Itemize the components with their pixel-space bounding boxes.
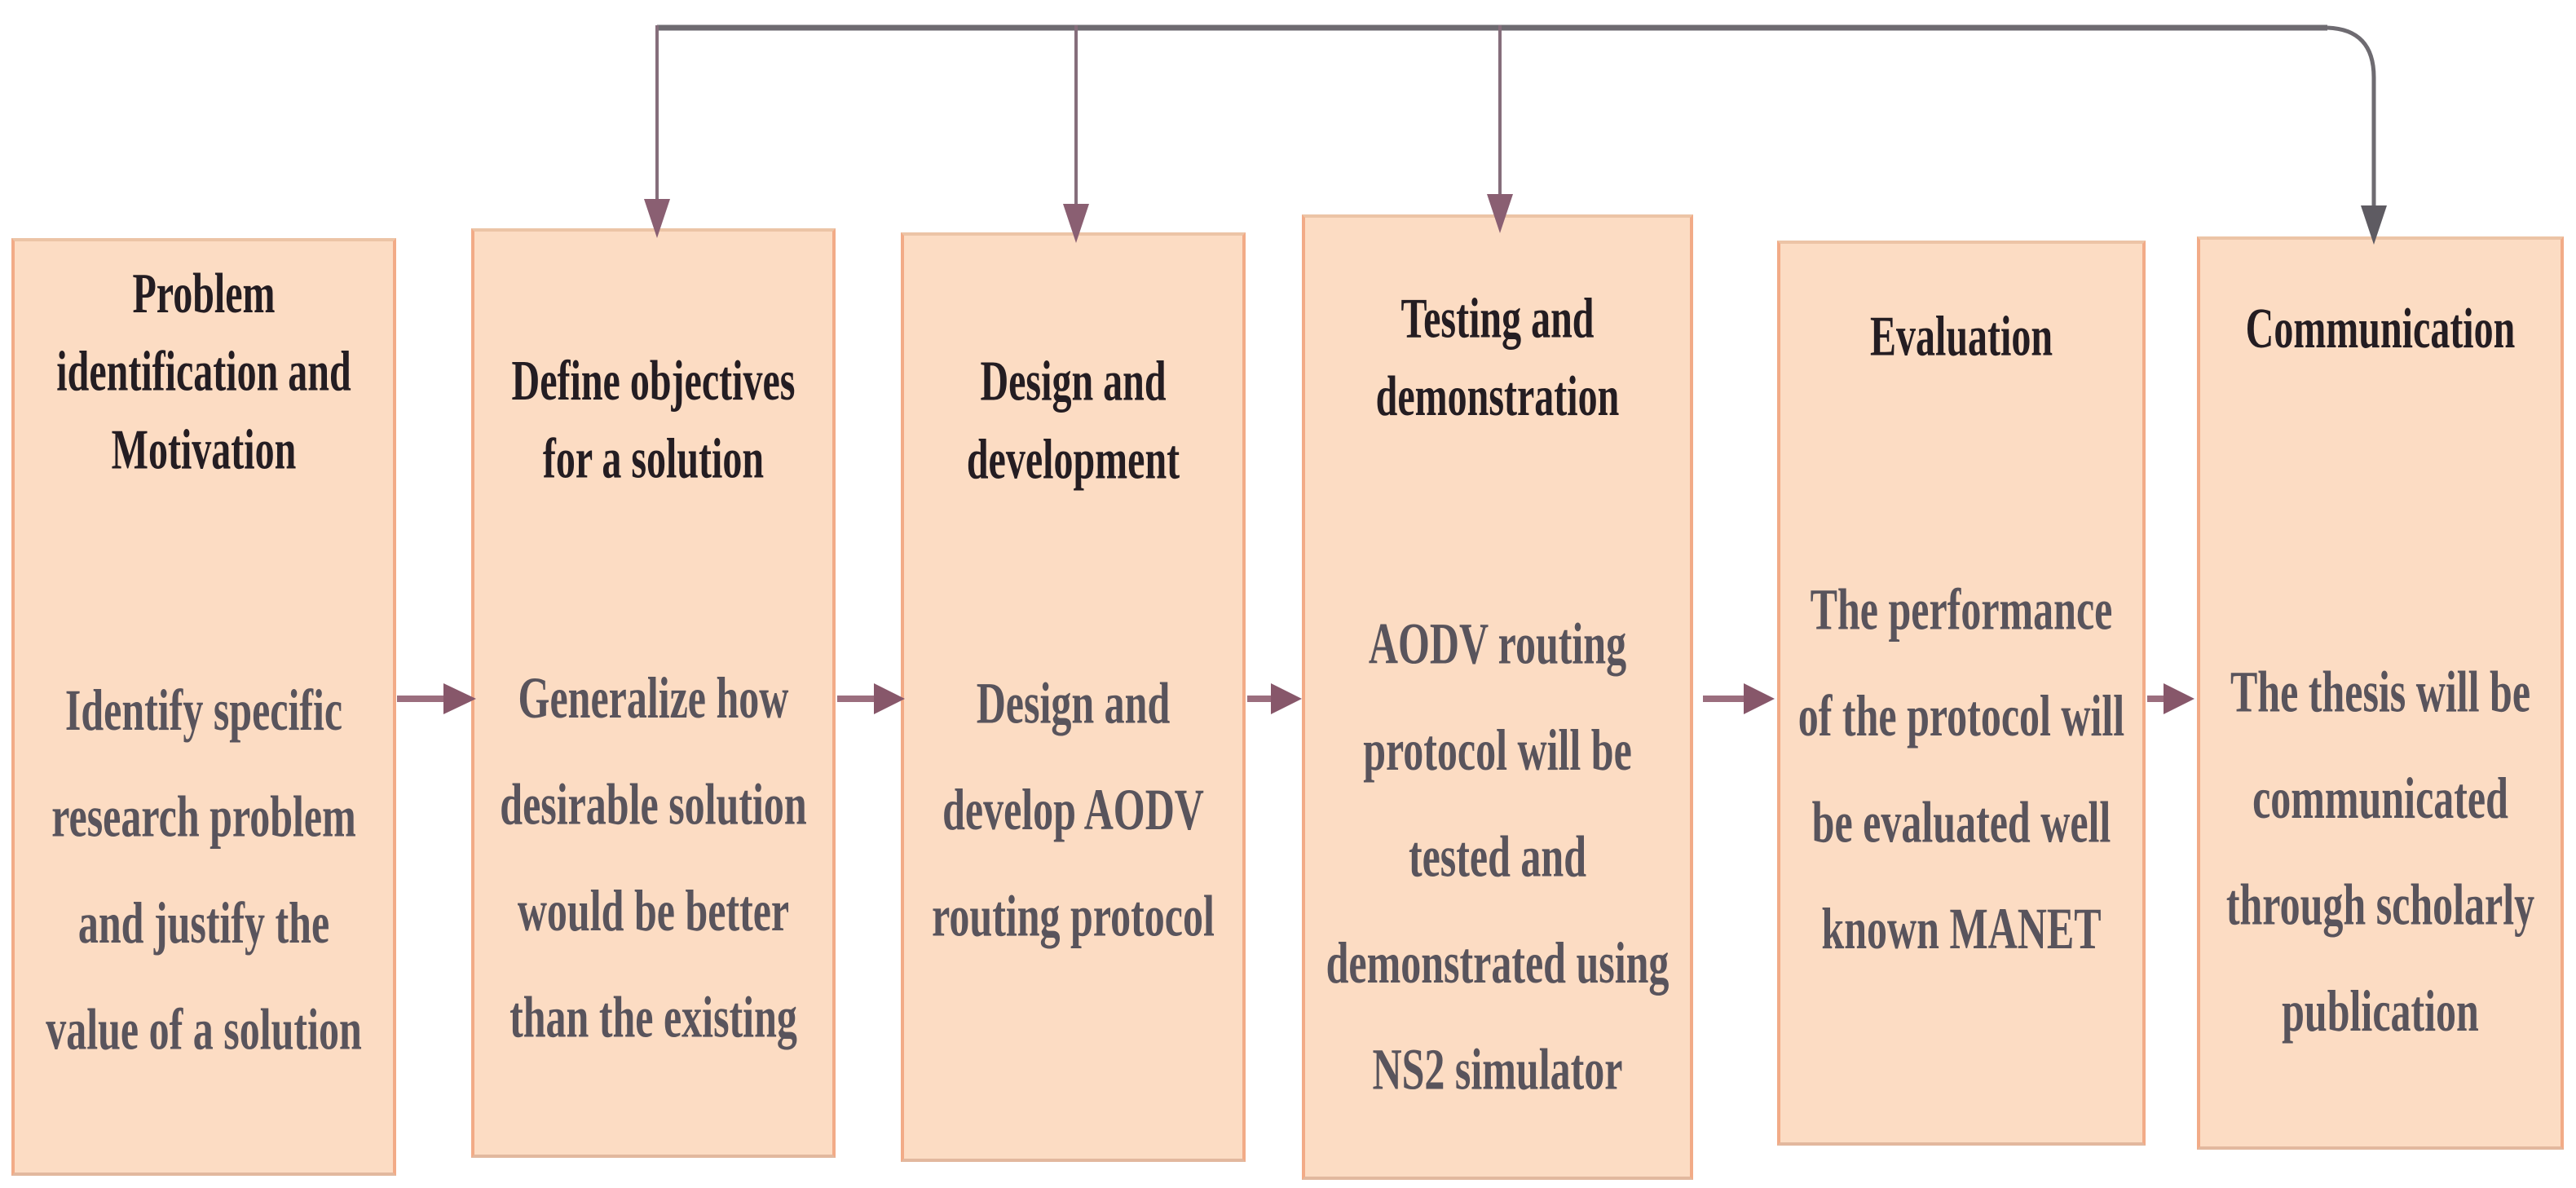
stage-box-design-development: Design and development Design and develo… (901, 232, 1246, 1162)
stage-title: Problem identification and Motivation (56, 263, 351, 482)
stage-description: Design and develop AODV routing protocol (932, 669, 1215, 949)
stage-description: Generalize how desirable solution would … (500, 664, 807, 1050)
flow-arrow-testing-to-evaluation (1703, 683, 1775, 714)
stage-box-content: Define objectives for a solution General… (474, 232, 832, 1070)
stage-description: The performance of the protocol will be … (1797, 576, 2125, 962)
stage-title: Define objectives for a solution (511, 350, 796, 491)
stage-box-define-objectives: Define objectives for a solution General… (471, 228, 836, 1158)
flow-arrow-problem-to-objectives (397, 683, 476, 714)
stage-title: Evaluation (1869, 305, 2053, 369)
flow-arrow-objectives-to-design (837, 683, 905, 714)
stage-title: Design and development (966, 350, 1180, 492)
stage-box-content: Communication The thesis will be communi… (2200, 240, 2561, 1064)
stage-box-testing-demonstration: Testing and demonstration AODV routing p… (1302, 214, 1693, 1180)
stage-title: Testing and demonstration (1375, 287, 1620, 429)
feedback-drop-communication (2327, 25, 2376, 209)
stage-box-content: Evaluation The performance of the protoc… (1780, 244, 2142, 982)
stage-box-problem-identification: Problem identification and Motivation Id… (11, 238, 396, 1176)
feedback-line (644, 24, 2387, 245)
flow-arrow-design-to-testing (1247, 683, 1302, 714)
stage-box-content: Problem identification and Motivation Id… (15, 241, 393, 1082)
stage-description: The thesis will be communicated through … (2225, 658, 2535, 1044)
stage-box-content: Design and development Design and develo… (904, 236, 1242, 969)
stage-box-evaluation: Evaluation The performance of the protoc… (1777, 241, 2146, 1146)
stage-description: AODV routing protocol will be tested and… (1325, 610, 1670, 1102)
stage-box-communication: Communication The thesis will be communi… (2197, 236, 2564, 1150)
stage-box-content: Testing and demonstration AODV routing p… (1305, 218, 1690, 1122)
flow-arrow-evaluation-to-communication (2147, 683, 2194, 714)
stage-title: Communication (2245, 298, 2516, 360)
stage-description: Identify specific research problem and j… (46, 676, 362, 1062)
